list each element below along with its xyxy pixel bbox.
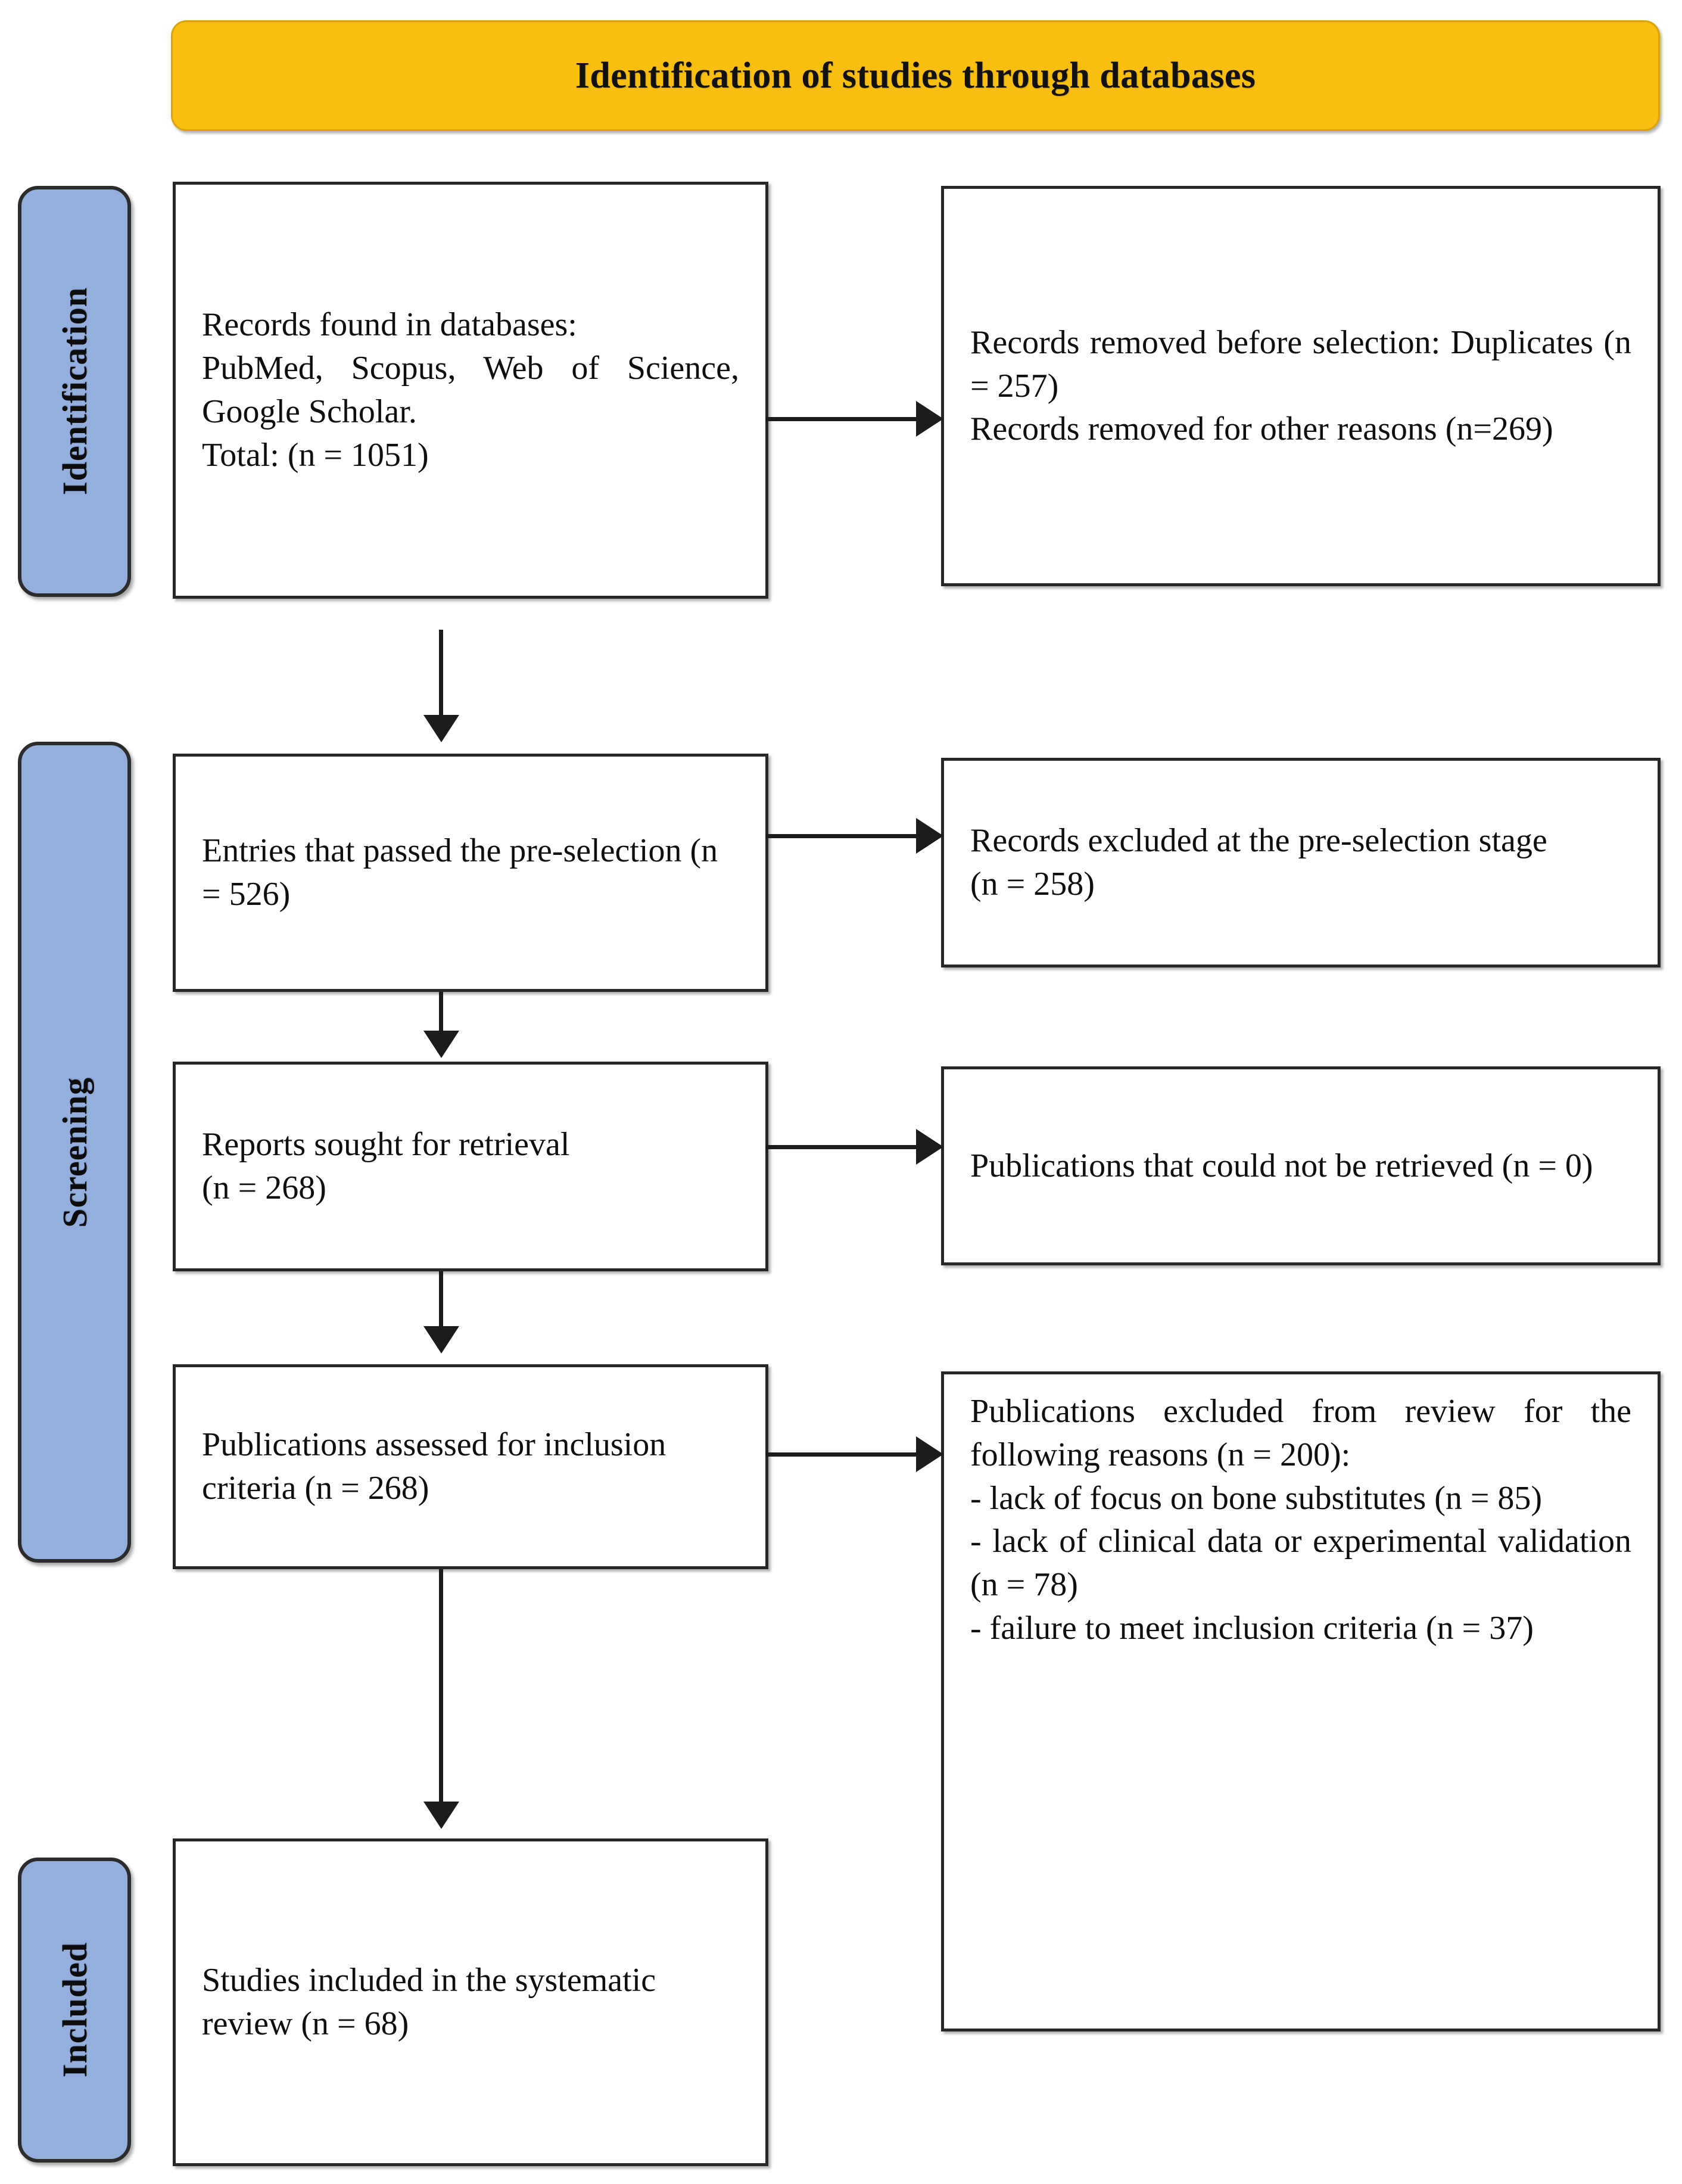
banner-title: Identification of studies through databa…: [575, 55, 1256, 96]
stage-label-screening: Screening: [55, 1077, 94, 1228]
box-records-removed-text: Records removed before selection: Duplic…: [970, 323, 1631, 448]
box-reports-sought-text: Reports sought for retrieval (n = 268): [202, 1126, 570, 1206]
box-publications-assessed-text: Publications assessed for inclusion crit…: [202, 1426, 666, 1507]
arrowhead-right-icon: [916, 1436, 943, 1472]
identification-banner: Identification of studies through databa…: [171, 20, 1660, 131]
arrowhead-down-icon: [423, 1326, 459, 1354]
arrow-line-preselection-to-reports: [439, 992, 443, 1035]
arrow-line-assessed-to-included: [439, 1569, 443, 1805]
box-studies-included-in-review: Studies included in the systematic revie…: [173, 1838, 768, 2166]
arrow-line-reports-to-assessed: [439, 1271, 443, 1330]
box-records-found-in-databases: Records found in databases: PubMed, Scop…: [173, 182, 768, 599]
box-publications-excluded-from-review-text: Publications excluded from review for th…: [970, 1393, 1631, 1647]
arrowhead-down-icon: [423, 1802, 459, 1829]
stage-label-identification: Identification: [55, 287, 94, 496]
arrow-line-records-to-preselection: [439, 630, 443, 720]
arrow-line-records-to-removed: [766, 417, 920, 421]
box-reports-sought-for-retrieval: Reports sought for retrieval (n = 268): [173, 1062, 768, 1271]
arrow-line-assessed-to-excludedreview: [766, 1452, 920, 1457]
box-records-removed-before-selection: Records removed before selection: Duplic…: [941, 186, 1661, 586]
stage-label-included: Included: [55, 1942, 94, 2078]
stage-pill-screening: Screening: [18, 742, 131, 1563]
box-entries-passed-preselection-text: Entries that passed the pre-selection (n…: [202, 832, 718, 913]
box-publications-assessed-for-inclusion: Publications assessed for inclusion crit…: [173, 1364, 768, 1569]
arrow-line-reports-to-notretrieved: [766, 1145, 920, 1149]
box-publications-not-retrieved-text: Publications that could not be retrieved…: [970, 1147, 1593, 1184]
box-records-found-text: Records found in databases: PubMed, Scop…: [202, 306, 739, 474]
arrowhead-down-icon: [423, 715, 459, 742]
box-studies-included-text: Studies included in the systematic revie…: [202, 1962, 656, 2042]
stage-pill-included: Included: [18, 1858, 131, 2163]
arrowhead-right-icon: [916, 401, 943, 437]
stage-pill-identification: Identification: [18, 186, 131, 597]
arrowhead-down-icon: [423, 1031, 459, 1058]
box-records-excluded-preselection: Records excluded at the pre-selection st…: [941, 758, 1661, 967]
arrowhead-right-icon: [916, 818, 943, 854]
box-entries-passed-preselection: Entries that passed the pre-selection (n…: [173, 754, 768, 992]
box-publications-not-retrieved: Publications that could not be retrieved…: [941, 1066, 1661, 1265]
box-records-excluded-preselection-text: Records excluded at the pre-selection st…: [970, 822, 1547, 903]
arrow-line-preselection-to-excluded: [766, 834, 920, 838]
box-publications-excluded-from-review: Publications excluded from review for th…: [941, 1371, 1661, 2031]
arrowhead-right-icon: [916, 1129, 943, 1165]
